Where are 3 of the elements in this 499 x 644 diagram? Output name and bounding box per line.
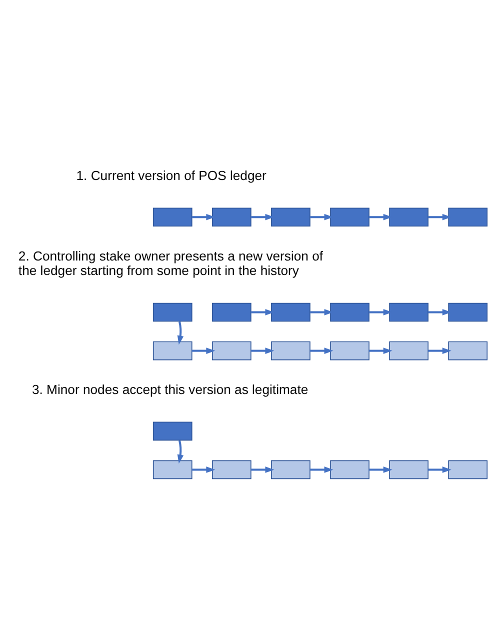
label: 3. Minor nodes accept this version as legitimate bbox=[32, 382, 308, 397]
label: 1. Current version of POS ledger bbox=[76, 168, 266, 183]
label: 2. Controlling stake owner presents a new version of the ledger starting from some point in the history bbox=[18, 248, 324, 278]
